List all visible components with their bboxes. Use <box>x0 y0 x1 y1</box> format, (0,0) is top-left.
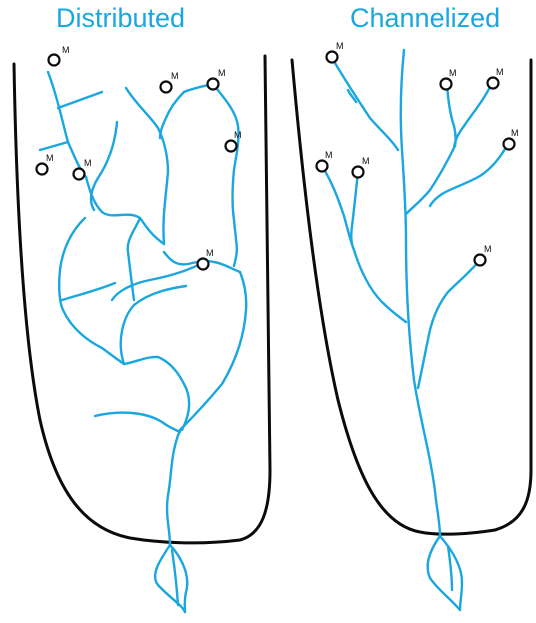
channel <box>322 166 354 250</box>
right-glacier-outline <box>292 60 531 534</box>
channel <box>454 83 492 148</box>
moulin-label: M <box>511 128 519 138</box>
moulin-label: M <box>484 244 492 254</box>
moulin-label: M <box>218 68 226 78</box>
moulin-label: M <box>234 130 242 140</box>
moulin-marker: M <box>327 41 344 63</box>
channel <box>155 545 185 612</box>
moulin-label: M <box>171 71 179 81</box>
moulin-label: M <box>362 156 370 166</box>
channel <box>418 260 480 388</box>
channel <box>428 536 460 610</box>
channel <box>167 430 180 545</box>
moulin-marker: M <box>488 67 504 89</box>
distributed-channel-network <box>40 72 246 612</box>
channel <box>126 88 168 244</box>
channel <box>62 283 115 300</box>
channel <box>95 413 180 432</box>
moulin-label: M <box>46 153 54 163</box>
channel <box>332 58 398 150</box>
moulin-marker: M <box>353 156 370 178</box>
channel <box>91 122 117 210</box>
channel <box>112 262 204 300</box>
moulin-marker: M <box>37 153 54 175</box>
moulin-marker: M <box>475 244 492 266</box>
moulin-label: M <box>336 41 344 51</box>
channel <box>401 50 440 536</box>
moulin-marker: M <box>441 68 457 90</box>
channelized-channel-network <box>322 50 508 610</box>
channel <box>447 84 456 146</box>
channelized-panel: M M M M M M M <box>292 41 531 610</box>
channel <box>40 142 68 150</box>
moulin-label: M <box>496 67 504 77</box>
moulin-marker: M <box>198 248 214 270</box>
moulin-label: M <box>449 68 457 78</box>
moulin-label: M <box>62 45 70 55</box>
channel <box>121 286 186 364</box>
moulin-marker: M <box>49 45 70 66</box>
channel <box>86 177 164 244</box>
channel <box>160 92 184 138</box>
moulin-marker: M <box>208 68 226 90</box>
channel <box>354 250 406 322</box>
channel <box>430 144 508 206</box>
moulin-label: M <box>84 158 92 168</box>
moulin-marker: M <box>504 128 519 150</box>
moulin-label: M <box>325 150 333 160</box>
moulin-marker: M <box>317 150 333 172</box>
moulin-marker: M <box>161 71 179 93</box>
channel <box>58 92 102 108</box>
channel <box>351 172 358 244</box>
moulin-label: M <box>206 248 214 258</box>
channel <box>213 84 239 240</box>
channel <box>172 550 178 605</box>
channel <box>234 240 237 266</box>
channel <box>48 72 86 177</box>
distributed-panel: M M M M M M M <box>14 45 270 612</box>
